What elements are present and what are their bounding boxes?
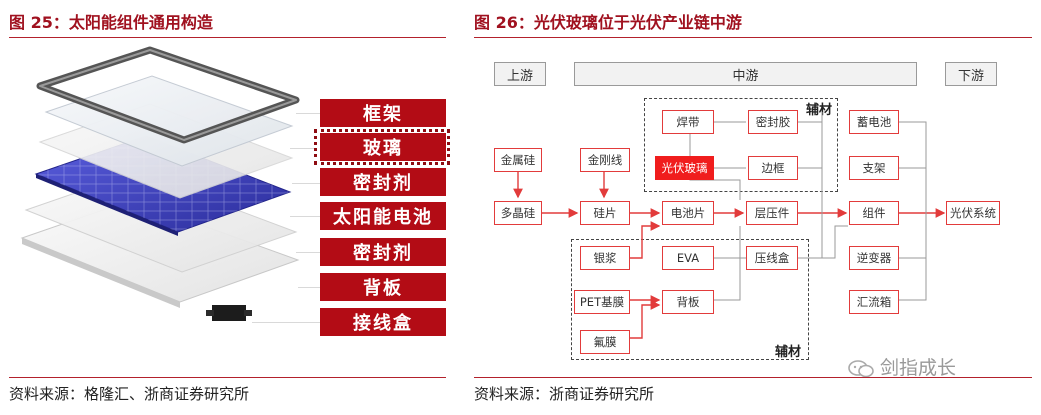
node-laminate: 层压件 <box>746 201 798 225</box>
stage-midstream: 中游 <box>574 62 917 86</box>
node-ribbon: 焊带 <box>662 110 714 134</box>
node-combiner-box: 汇流箱 <box>849 290 899 314</box>
node-mounting-bracket: 支架 <box>849 156 899 180</box>
stage-upstream: 上游 <box>494 62 546 86</box>
label-encapsulant-lower: 密封剂 <box>320 238 446 266</box>
label-junction-box: 接线盒 <box>320 308 446 336</box>
leader-line-glass <box>290 148 314 149</box>
auxiliary-materials-group-bottom <box>571 239 809 360</box>
label-frame: 框架 <box>320 99 446 127</box>
leader-line-frame <box>296 113 320 114</box>
stage-downstream: 下游 <box>945 62 997 86</box>
node-pv-glass: 光伏玻璃 <box>655 156 714 180</box>
node-backsheet: 背板 <box>662 290 714 314</box>
aluminium-frame <box>36 46 300 144</box>
figure-25-source: 资料来源：格隆汇、浙商证券研究所 <box>9 385 250 403</box>
node-pv-system: 光伏系统 <box>946 201 1000 225</box>
node-junction-box: 压线盒 <box>746 246 798 270</box>
leader-line-backsheet <box>298 287 320 288</box>
figure-26-title: 图 26：光伏玻璃位于光伏产业链中游 <box>474 13 742 32</box>
label-glass: 玻璃 <box>320 133 446 161</box>
node-sealant: 密封胶 <box>748 110 798 134</box>
glass-layer <box>44 75 294 167</box>
node-inverter: 逆变器 <box>849 246 899 270</box>
node-wafer: 硅片 <box>580 201 630 225</box>
node-silver-paste: 银浆 <box>580 246 630 270</box>
node-polysilicon: 多晶硅 <box>494 201 542 225</box>
auxiliary-materials-label-top: 辅材 <box>806 103 833 118</box>
junction-box-illustration <box>206 305 252 321</box>
node-fluorine-film: 氟膜 <box>580 330 630 354</box>
wechat-icon <box>848 359 874 379</box>
leader-line-cells <box>290 216 320 217</box>
node-metallurgical-silicon: 金属硅 <box>494 148 542 172</box>
label-glass-highlight-outline <box>314 129 450 165</box>
auxiliary-materials-label-bottom: 辅材 <box>775 345 802 360</box>
solar-module-exploded-illustration <box>20 46 300 321</box>
figure-25-top-rule <box>9 37 446 38</box>
node-frame: 边框 <box>748 156 798 180</box>
figure-26-bottom-rule <box>474 377 1032 378</box>
node-diamond-wire: 金刚线 <box>580 148 630 172</box>
auxiliary-materials-group-top <box>644 98 838 192</box>
label-solar-cell: 太阳能电池 <box>320 202 446 230</box>
figure-26-top-rule <box>474 37 1032 38</box>
node-storage-battery: 蓄电池 <box>849 110 899 134</box>
node-cell: 电池片 <box>662 201 714 225</box>
wechat-watermark: 剑指成长 <box>848 353 956 380</box>
leader-line-junction-box <box>252 322 320 323</box>
figure-26-source: 资料来源：浙商证券研究所 <box>474 385 655 403</box>
figure-25-bottom-rule <box>9 377 446 378</box>
watermark-text: 剑指成长 <box>880 357 957 379</box>
label-backsheet: 背板 <box>320 273 446 301</box>
label-encapsulant-upper: 密封剂 <box>320 168 446 196</box>
leader-line-encapsulant-2 <box>296 252 320 253</box>
node-eva: EVA <box>662 246 714 270</box>
figure-25-title: 图 25：太阳能组件通用构造 <box>9 13 213 32</box>
node-pet-base-film: PET基膜 <box>574 290 630 314</box>
node-module: 组件 <box>849 201 899 225</box>
leader-line-encapsulant-1 <box>292 183 320 184</box>
